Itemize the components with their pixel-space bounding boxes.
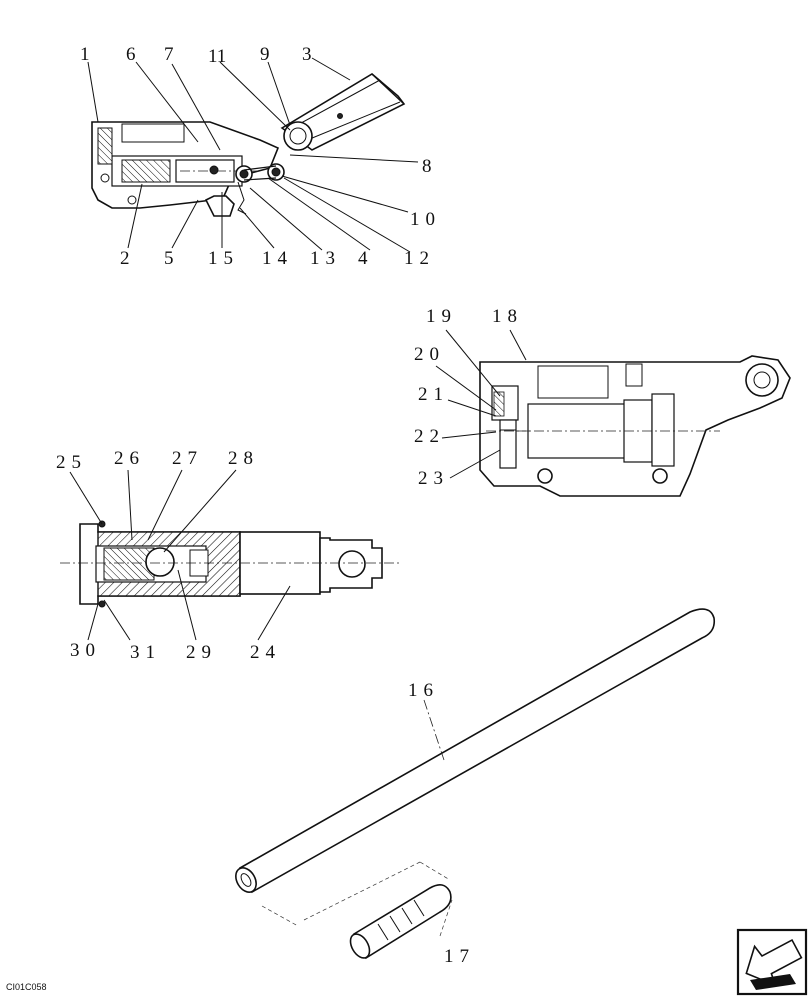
- label-7: 7: [164, 44, 174, 65]
- label-19: 19: [426, 306, 457, 327]
- label-22: 22: [414, 426, 445, 447]
- label-25: 25: [56, 452, 87, 473]
- label-18: 18: [492, 306, 523, 327]
- arrow-icon[interactable]: [736, 928, 808, 996]
- drawing-code: CI01C058: [6, 982, 47, 992]
- label-17: 17: [444, 946, 475, 967]
- plunger-assembly: [60, 520, 400, 608]
- part-labels: 1 6 7 11 9 3 8 10 2 5 15 14 13 4 12 19 1…: [56, 44, 523, 967]
- label-28: 28: [228, 448, 259, 469]
- label-12: 12: [404, 248, 435, 269]
- label-26: 26: [114, 448, 145, 469]
- handle-grip: [261, 861, 453, 960]
- label-5: 5: [164, 248, 174, 269]
- label-6: 6: [126, 44, 136, 65]
- label-14: 14: [262, 248, 293, 269]
- label-3: 3: [302, 44, 312, 65]
- label-1: 1: [80, 44, 90, 65]
- label-21: 21: [418, 384, 449, 405]
- leader-lines-valve: [435, 329, 527, 479]
- label-9: 9: [260, 44, 270, 65]
- label-13: 13: [310, 248, 341, 269]
- leader-lines-top: [87, 57, 419, 253]
- label-4: 4: [358, 248, 368, 269]
- label-29: 29: [186, 642, 217, 663]
- label-23: 23: [418, 468, 449, 489]
- label-2: 2: [120, 248, 130, 269]
- label-8: 8: [422, 156, 432, 177]
- leader-lines-plunger: [69, 469, 291, 641]
- label-11: 11: [208, 46, 226, 67]
- label-16: 16: [408, 680, 439, 701]
- label-15: 15: [208, 248, 239, 269]
- pump-assembly: [91, 73, 406, 217]
- handle-tube: [235, 608, 716, 894]
- label-30: 30: [70, 640, 101, 661]
- valve-body: [479, 355, 791, 497]
- label-10: 10: [410, 209, 441, 230]
- label-31: 31: [130, 642, 161, 663]
- label-24: 24: [250, 642, 281, 663]
- label-27: 27: [172, 448, 203, 469]
- label-20: 20: [414, 344, 445, 365]
